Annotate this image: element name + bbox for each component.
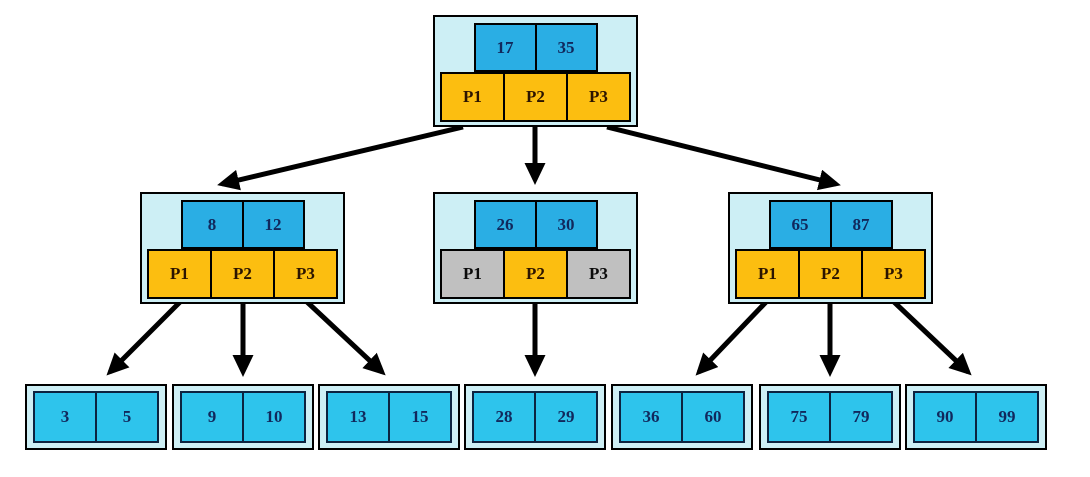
leaf-key-cell: 75	[767, 391, 831, 443]
pointer-cell-p2: P2	[210, 249, 275, 299]
leaf-key-cell: 29	[534, 391, 598, 443]
pointer-cell-p3: P3	[273, 249, 338, 299]
leaf-key-cell: 36	[619, 391, 683, 443]
leaf-key-cell: 3	[33, 391, 97, 443]
root-keys-row: 17 35	[435, 23, 636, 72]
edge-internal-2-p1-leaf-4	[695, 299, 769, 376]
key-cell: 8	[180, 200, 244, 249]
edge-internal-0-p3-leaf-2	[304, 299, 386, 376]
internal-0-keys-row: 8 12	[142, 200, 343, 249]
leaf-key-cell: 13	[326, 391, 390, 443]
internal-node-2: 65 87 P1 P2 P3	[728, 192, 933, 304]
pointer-cell-p3: P3	[566, 72, 631, 122]
leaf-key-cell: 10	[242, 391, 306, 443]
leaf-node-3: 28 29	[464, 384, 606, 450]
edge-root-p1-internal-0	[217, 124, 464, 191]
edge-root-p3-internal-2	[606, 124, 841, 191]
pointer-cell-p2: P2	[503, 249, 568, 299]
pointer-cell-p1: P1	[440, 72, 505, 122]
pointer-cell-p1: P1	[440, 249, 505, 299]
root-node: 17 35 P1 P2 P3	[433, 15, 638, 127]
leaf-node-1: 9 10	[172, 384, 314, 450]
pointer-cell-p1: P1	[735, 249, 800, 299]
leaf-key-cell: 15	[388, 391, 452, 443]
key-cell: 65	[768, 200, 832, 249]
pointer-cell-p3: P3	[861, 249, 926, 299]
root-pointers-row: P1 P2 P3	[435, 72, 636, 122]
key-cell: 12	[241, 200, 305, 249]
edge-internal-2-p3-leaf-6	[891, 299, 972, 376]
key-cell: 30	[534, 200, 598, 249]
leaf-node-0: 3 5	[25, 384, 167, 450]
leaf-key-cell: 60	[681, 391, 745, 443]
leaf-key-cell: 9	[180, 391, 244, 443]
key-cell: 35	[534, 23, 598, 72]
internal-1-keys-row: 26 30	[435, 200, 636, 249]
internal-node-1: 26 30 P1 P2 P3	[433, 192, 638, 304]
key-cell: 87	[829, 200, 893, 249]
key-cell: 26	[473, 200, 537, 249]
internal-2-pointers-row: P1 P2 P3	[730, 249, 931, 299]
pointer-cell-p2: P2	[798, 249, 863, 299]
internal-node-0: 8 12 P1 P2 P3	[140, 192, 345, 304]
internal-2-keys-row: 65 87	[730, 200, 931, 249]
leaf-key-cell: 5	[95, 391, 159, 443]
internal-0-pointers-row: P1 P2 P3	[142, 249, 343, 299]
pointer-cell-p3: P3	[566, 249, 631, 299]
leaf-key-cell: 28	[472, 391, 536, 443]
leaf-node-2: 13 15	[318, 384, 460, 450]
leaf-key-cell: 99	[975, 391, 1039, 443]
edge-internal-0-p1-leaf-0	[106, 299, 183, 376]
leaf-key-cell: 79	[829, 391, 893, 443]
key-cell: 17	[473, 23, 537, 72]
leaf-node-4: 36 60	[611, 384, 753, 450]
leaf-node-6: 90 99	[905, 384, 1047, 450]
pointer-cell-p1: P1	[147, 249, 212, 299]
leaf-node-5: 75 79	[759, 384, 901, 450]
pointer-cell-p2: P2	[503, 72, 568, 122]
internal-1-pointers-row: P1 P2 P3	[435, 249, 636, 299]
leaf-key-cell: 90	[913, 391, 977, 443]
